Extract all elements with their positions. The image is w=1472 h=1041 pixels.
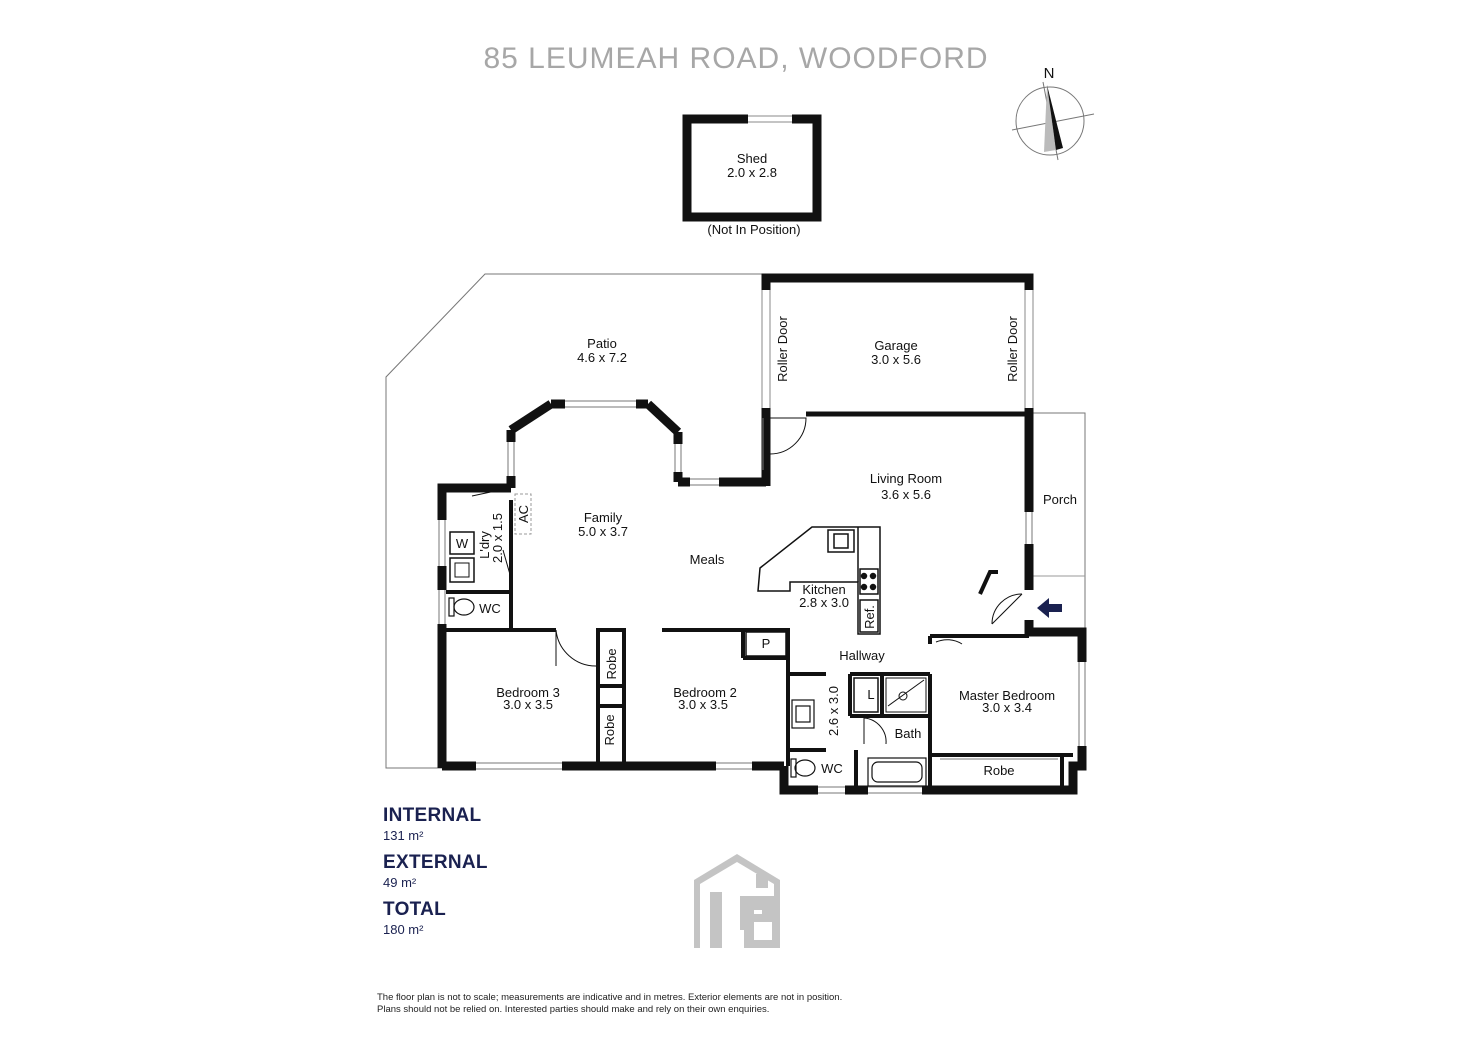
laundry-tub-icon xyxy=(449,557,475,583)
living-room-name: Living Room xyxy=(870,471,942,486)
compass-icon: N xyxy=(1011,65,1095,161)
pantry-label: P xyxy=(762,636,771,651)
shed-note: (Not In Position) xyxy=(707,222,800,237)
patio-name: Patio xyxy=(587,336,617,351)
living-room-dims: 3.6 x 5.6 xyxy=(881,487,931,502)
porch-outline xyxy=(1030,412,1086,630)
ac-label: AC xyxy=(516,505,531,523)
shed-outline xyxy=(682,114,822,222)
linen-label: L xyxy=(867,687,874,702)
kitchen-island xyxy=(757,526,881,635)
shed-name: Shed xyxy=(737,151,767,166)
area-total: TOTAL 180 m² xyxy=(383,899,446,937)
bedroom2-name: Bedroom 2 xyxy=(673,685,737,700)
robe-upper-label: Robe xyxy=(604,648,619,679)
porch-name: Porch xyxy=(1043,492,1077,507)
laundry-dims: 2.0 x 1.5 xyxy=(490,513,505,563)
master-robe-label: Robe xyxy=(983,763,1014,778)
hallway-label: Hallway xyxy=(839,648,885,663)
bathtub-icon xyxy=(867,757,927,787)
agency-logo-icon xyxy=(694,854,780,948)
patio-outline xyxy=(385,273,764,769)
area-external-label: EXTERNAL xyxy=(383,852,488,873)
bedroom2-dims: 3.0 x 3.5 xyxy=(678,697,728,712)
bedroom3-name: Bedroom 3 xyxy=(496,685,560,700)
area-external-value: 49 m² xyxy=(383,875,417,890)
fridge-label: Ref. xyxy=(862,605,877,629)
window-lines xyxy=(438,400,1086,794)
kitchen-name: Kitchen xyxy=(802,582,845,597)
garage-dims: 3.0 x 5.6 xyxy=(871,352,921,367)
area-internal-value: 131 m² xyxy=(383,828,424,843)
toilet-icon xyxy=(448,597,475,617)
roller-door-right-label: Roller Door xyxy=(1005,315,1020,381)
shed-dims: 2.0 x 2.8 xyxy=(727,165,777,180)
laundry-name: L'dry xyxy=(477,531,492,559)
bedroom3-dims: 3.0 x 3.5 xyxy=(503,697,553,712)
washer-label: W xyxy=(456,536,469,551)
disclaimer-line-1: The floor plan is not to scale; measurem… xyxy=(377,992,843,1003)
shower-icon xyxy=(885,677,927,713)
wc-left-label: WC xyxy=(479,601,501,616)
roller-door-left-label: Roller Door xyxy=(775,315,790,381)
meals-name: Meals xyxy=(690,552,725,567)
house-exterior-walls xyxy=(437,399,1087,795)
disclaimer-line-2: Plans should not be relied on. Intereste… xyxy=(377,1004,770,1015)
area-internal: INTERNAL 131 m² xyxy=(383,805,481,843)
area-total-label: TOTAL xyxy=(383,899,447,920)
bath-dims: 2.6 x 3.0 xyxy=(826,686,841,736)
area-external: EXTERNAL 49 m² xyxy=(383,852,488,890)
disclaimer: The floor plan is not to scale; measurem… xyxy=(377,992,937,1016)
washer-box xyxy=(449,531,475,555)
area-total-value: 180 m² xyxy=(383,922,424,937)
property-address-title: 85 LEUMEAH ROAD, WOODFORD xyxy=(483,42,989,75)
master-bedroom-name: Master Bedroom xyxy=(959,688,1055,703)
kitchen-dims: 2.8 x 3.0 xyxy=(799,595,849,610)
interior-walls xyxy=(442,500,1073,790)
ac-unit xyxy=(514,493,532,535)
wc-right-label: WC xyxy=(821,761,843,776)
area-internal-label: INTERNAL xyxy=(383,805,482,826)
roller-door-lines xyxy=(761,290,1034,408)
garage-name: Garage xyxy=(874,338,917,353)
family-name: Family xyxy=(584,510,623,525)
entry-arrow-icon xyxy=(1037,598,1062,618)
master-bedroom-dims: 3.0 x 3.4 xyxy=(982,700,1032,715)
compass-north-label: N xyxy=(1044,65,1055,82)
family-dims: 5.0 x 3.7 xyxy=(578,524,628,539)
garage-walls xyxy=(761,273,1034,486)
bath-label: Bath xyxy=(895,726,922,741)
patio-dims: 4.6 x 7.2 xyxy=(577,350,627,365)
robe-lower-label: Robe xyxy=(602,714,617,745)
